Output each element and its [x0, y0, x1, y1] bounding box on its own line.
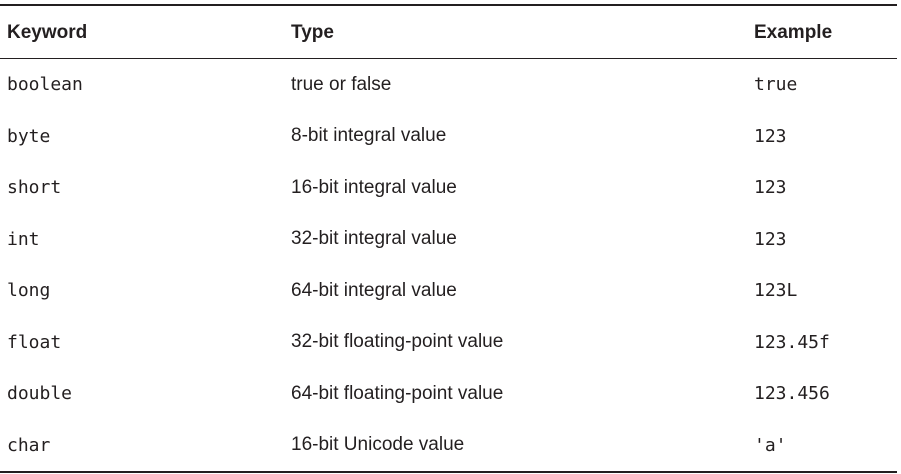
cell-example: 123 [754, 177, 787, 199]
cell-example: 123L [754, 280, 798, 302]
table-row: double 64-bit floating-point value 123.4… [0, 368, 897, 420]
header-keyword: Keyword [7, 22, 88, 43]
cell-keyword: byte [7, 125, 51, 147]
cell-example: 123.456 [754, 383, 830, 405]
cell-example: 123 [754, 228, 787, 250]
cell-type: 16-bit Unicode value [291, 434, 465, 456]
cell-type: 8-bit integral value [291, 125, 447, 147]
table-row: byte 8-bit integral value 123 [0, 111, 897, 163]
header-type: Type [291, 22, 334, 43]
cell-type: 32-bit integral value [291, 228, 457, 250]
table-row: int 32-bit integral value 123 [0, 214, 897, 266]
table-top-rule [0, 4, 897, 6]
cell-example: 123 [754, 125, 787, 147]
cell-type: 16-bit integral value [291, 176, 457, 198]
table-row: float 32-bit floating-point value 123.45… [0, 317, 897, 369]
cell-example: true [754, 74, 798, 96]
table-row: boolean true or false true [0, 59, 897, 111]
cell-keyword: long [7, 280, 51, 302]
table-row: long 64-bit integral value 123L [0, 265, 897, 317]
table-row: short 16-bit integral value 123 [0, 162, 897, 214]
cell-keyword: short [7, 177, 62, 199]
cell-type: 64-bit floating-point value [291, 382, 504, 404]
table-bottom-rule [0, 471, 897, 473]
cell-keyword: double [7, 383, 73, 405]
table-row: char 16-bit Unicode value 'a' [0, 420, 897, 472]
table-header-row: Keyword Type Example [0, 6, 897, 59]
header-example: Example [754, 22, 833, 43]
cell-type: true or false [291, 73, 392, 95]
cell-example: 123.45f [754, 331, 830, 353]
cell-keyword: float [7, 331, 62, 353]
cell-keyword: boolean [7, 74, 83, 96]
cell-keyword: int [7, 228, 40, 250]
cell-type: 64-bit integral value [291, 279, 457, 301]
cell-example: 'a' [754, 434, 787, 456]
cell-type: 32-bit floating-point value [291, 331, 504, 353]
cell-keyword: char [7, 434, 51, 456]
